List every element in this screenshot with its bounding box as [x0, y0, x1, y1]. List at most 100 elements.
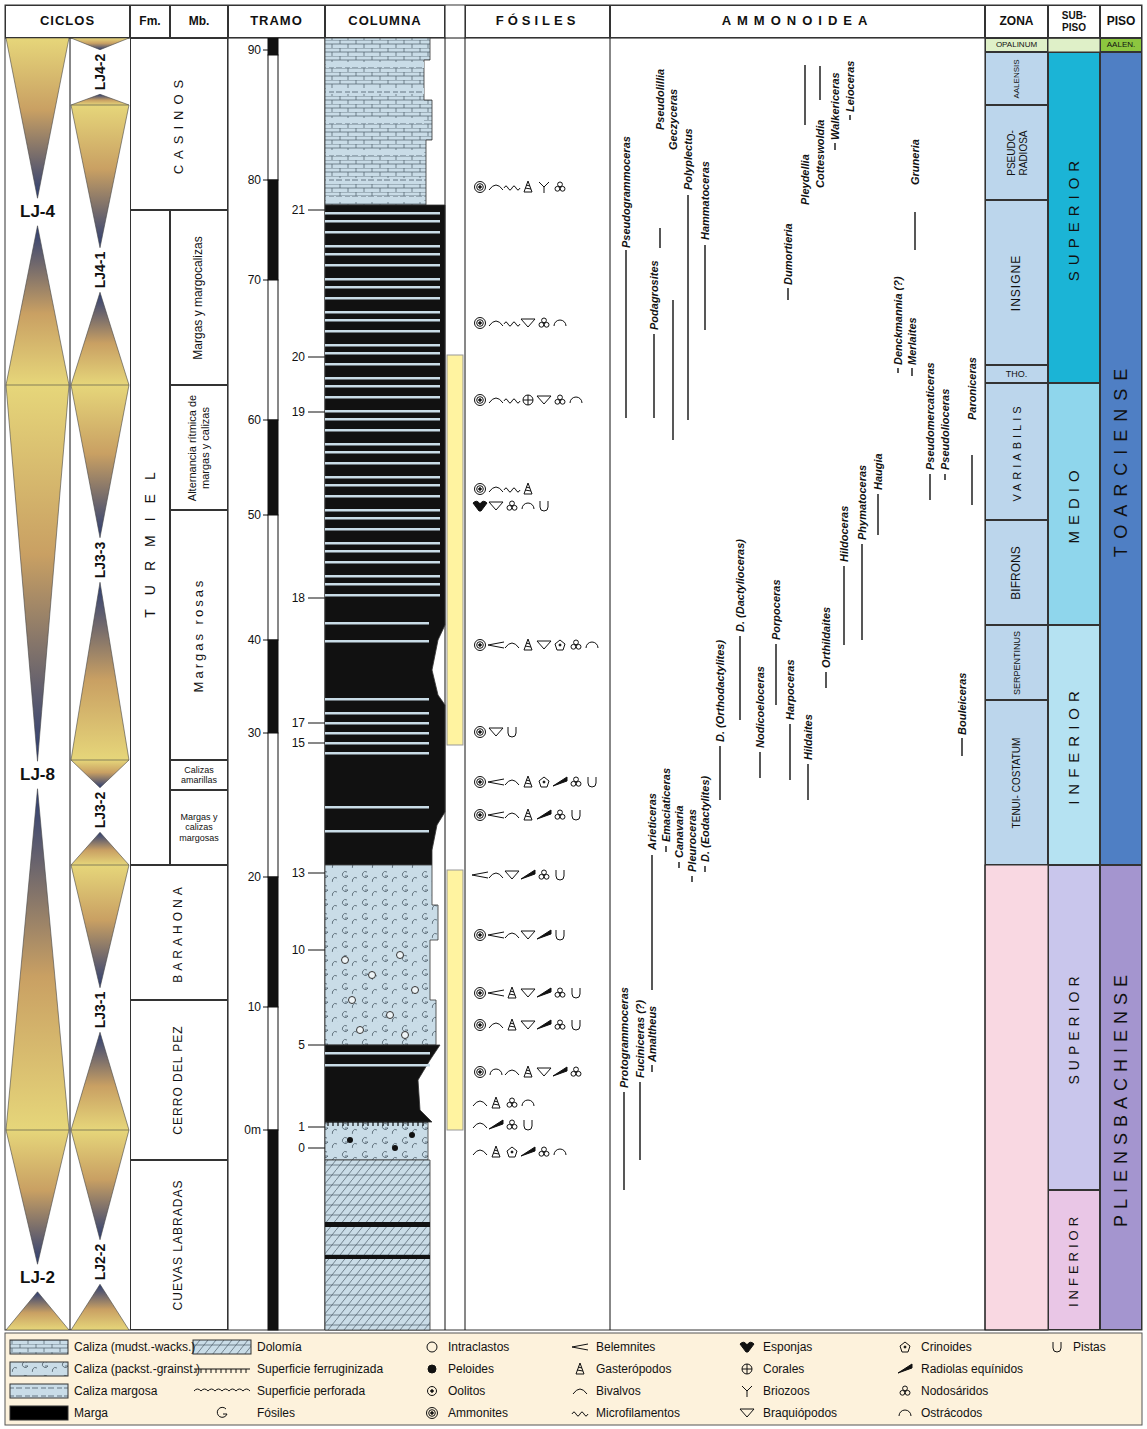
legend-text: Briozoos	[763, 1384, 810, 1398]
cycle-shape: LJ-4	[5, 38, 70, 385]
legend-text: Ostrácodos	[921, 1406, 982, 1420]
cycle-triangle	[71, 1284, 129, 1330]
taxon-name: Harpoceras	[784, 659, 796, 720]
fossil-symbol	[571, 1071, 576, 1076]
formation-band: CUEVAS LABRADAS	[130, 1160, 228, 1330]
range-line	[704, 245, 705, 330]
range-line	[653, 334, 654, 418]
marl-unit	[325, 205, 445, 865]
node-text: Alternancia rítmica de margas y calizas	[186, 388, 211, 507]
fossil-symbol	[477, 1069, 484, 1076]
fossil-symbol	[539, 874, 544, 879]
member-band: Margas rosas	[170, 510, 228, 760]
tramo-tick	[308, 357, 325, 358]
node-text: Mb.	[189, 15, 210, 29]
fossil-symbol	[477, 812, 484, 819]
cycle-triangle	[71, 385, 129, 538]
limestone-bed	[325, 220, 440, 223]
marly-limestone-bed	[326, 62, 424, 68]
fossil-symbol	[475, 182, 486, 193]
range-line	[877, 494, 878, 535]
legend-text: Caliza (packst.-grainst.)	[74, 1362, 200, 1376]
fossil-symbol	[523, 395, 533, 405]
dolomite-unit	[325, 1160, 430, 1330]
zone-band: AALENSIS	[985, 52, 1048, 105]
fossil-symbol	[571, 781, 576, 786]
node-text: TRAMO	[250, 14, 303, 29]
marl-unit	[325, 1045, 440, 1122]
range-line	[672, 300, 673, 440]
node-text: PSEUDO- RADIOSA	[1005, 108, 1028, 197]
fossil-symbol	[539, 777, 549, 787]
fossil-symbol	[427, 1408, 438, 1419]
limestone-bed	[325, 742, 429, 745]
limestone-bed	[325, 319, 440, 322]
node-text: PISO	[1107, 15, 1136, 29]
range-line	[651, 855, 652, 990]
fossil-symbol	[553, 1067, 567, 1076]
node-text: INSIGNE	[1010, 203, 1024, 362]
fossil-symbol	[479, 814, 482, 817]
formation-band: BARAHONA	[130, 865, 228, 1000]
cycle-shape: LJ3-3	[70, 385, 130, 760]
fossil-symbol	[492, 1146, 500, 1157]
node-text: SUPERIOR	[1066, 868, 1082, 1187]
node-text: BARAHONA	[172, 868, 186, 997]
scale-tick	[263, 515, 268, 516]
column-divider	[70, 38, 71, 1330]
packstone-unit	[325, 1122, 428, 1160]
limestone-bed	[325, 550, 440, 553]
node-text: Margas y margocalizas	[192, 213, 206, 382]
limestone-bed	[325, 732, 429, 735]
tramo-number: 20	[292, 350, 305, 364]
fossil-symbol	[479, 992, 482, 995]
member-band: Margas y calizas margosas	[170, 790, 228, 865]
legend-text: Caliza (mudst.-wacks.)	[74, 1340, 195, 1354]
fossil-symbol	[742, 1364, 752, 1374]
tramo-tick	[308, 723, 325, 724]
zone-band: VARIABILIS	[985, 383, 1048, 520]
taxon-name: Protogrammoceras	[618, 987, 630, 1088]
legend-text: Gasterópodos	[596, 1362, 671, 1376]
scale-bar	[268, 1007, 278, 1130]
fossil-symbol	[588, 777, 596, 787]
fossil-symbol	[742, 1386, 752, 1397]
fossil-symbol	[524, 809, 532, 820]
scale-bar	[268, 733, 278, 877]
fossil-symbol	[488, 990, 504, 996]
scale-number: 20	[248, 870, 261, 884]
limestone-bed	[325, 806, 429, 809]
scale-number: 10	[248, 1000, 261, 1014]
node-text: INFERIOR	[1067, 1193, 1082, 1327]
tramo-number: 0	[298, 1141, 305, 1155]
intraclast	[402, 1032, 409, 1039]
stage-band: TOARCIENSE	[1100, 52, 1142, 865]
fossil-symbol	[479, 1071, 482, 1074]
taxon-name: Pseudolioceras	[939, 389, 951, 470]
limestone-bed	[325, 462, 440, 465]
fossil-symbol	[570, 397, 582, 403]
header-cell: TRAMO	[228, 5, 325, 38]
range-line	[861, 544, 862, 640]
node-text: LJ3-3	[92, 542, 108, 579]
range-line	[897, 368, 898, 373]
fossil-symbol	[576, 644, 581, 649]
tramo-tick	[308, 1127, 325, 1128]
node-text: CICLOS	[40, 14, 95, 29]
substage-band: SUPERIOR	[1048, 52, 1100, 383]
taxon-name: Arieticeras	[646, 793, 658, 850]
scale-number: 40	[248, 633, 261, 647]
substage-ground	[1048, 38, 1100, 52]
limestone-bed	[325, 1064, 430, 1067]
limestone-bed	[325, 418, 440, 421]
fossil-symbol	[431, 1412, 434, 1415]
fossil-symbol	[512, 1102, 517, 1107]
fossil-symbol	[488, 932, 504, 938]
scale-number: 70	[248, 273, 261, 287]
taxon-name: Leioceras	[844, 61, 856, 112]
fossil-symbol	[505, 871, 519, 879]
limestone-unit	[325, 38, 432, 205]
taxon-name: D. (Orthodactylites)	[714, 640, 726, 742]
fossil-symbol	[504, 399, 520, 403]
limestone-bed	[325, 330, 440, 333]
